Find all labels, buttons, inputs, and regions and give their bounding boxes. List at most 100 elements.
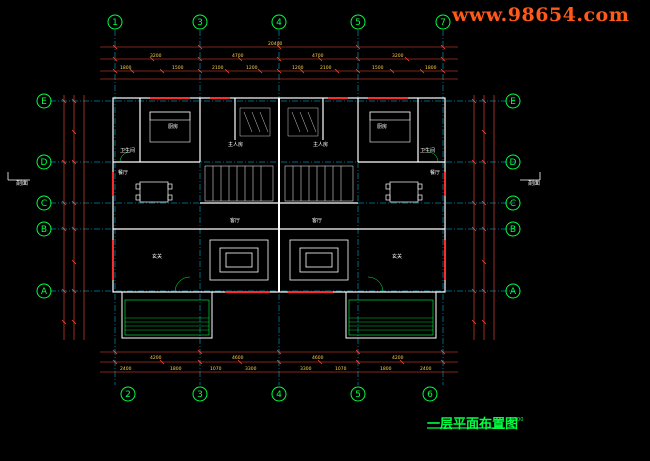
room-label-foyer-right: 玄关	[392, 253, 402, 260]
svg-text:20400: 20400	[268, 41, 282, 47]
room-label-kitchen-right: 厨房	[377, 123, 387, 130]
svg-text:1: 1	[112, 18, 118, 28]
axis-bubble: E	[505, 93, 521, 109]
sofa-sets	[209, 239, 349, 281]
svg-text:1200: 1200	[292, 65, 304, 71]
svg-text:4200: 4200	[150, 355, 162, 361]
svg-text:C: C	[41, 199, 47, 209]
room-label-bath-left: 卫生间	[120, 147, 135, 154]
svg-text:3300: 3300	[300, 366, 312, 372]
axis-bubble: 3	[192, 14, 208, 30]
axis-bubble: E	[36, 93, 52, 109]
svg-text:3: 3	[197, 390, 203, 400]
svg-text:2400: 2400	[120, 366, 132, 372]
room-label-foyer-left: 玄关	[152, 253, 162, 260]
axis-bubble: 4	[271, 386, 287, 402]
svg-text:1800: 1800	[170, 366, 182, 372]
axis-bubble: 7	[435, 14, 451, 30]
svg-text:1800: 1800	[120, 65, 132, 71]
svg-text:1500: 1500	[372, 65, 384, 71]
axis-bubble: B	[505, 221, 521, 237]
svg-text:D: D	[510, 158, 517, 168]
svg-text:1070: 1070	[335, 366, 347, 372]
dining-tables	[135, 181, 423, 203]
room-label-living-right: 客厅	[312, 217, 322, 224]
axis-bubble: 5	[350, 14, 366, 30]
svg-text:2100: 2100	[320, 65, 332, 71]
room-label-bath-right: 卫生间	[420, 147, 435, 154]
svg-text:D: D	[41, 158, 48, 168]
building-walls	[112, 97, 446, 293]
axis-bubbles-left: E D C B A	[36, 93, 52, 299]
svg-text:剖面: 剖面	[16, 179, 28, 187]
porches	[121, 291, 437, 339]
svg-text:3: 3	[197, 18, 203, 28]
axis-bubble: 6	[422, 386, 438, 402]
section-mark-left: 剖面	[7, 172, 30, 187]
axis-bubble: 2	[120, 386, 136, 402]
svg-text:B: B	[41, 225, 47, 235]
section-mark-right: 剖面	[520, 172, 541, 187]
axis-bubble: 1	[107, 14, 123, 30]
scale-note: 1:100	[509, 417, 524, 423]
axis-bubbles-right: E D C B A	[505, 93, 521, 299]
svg-text:5: 5	[355, 18, 361, 28]
axis-bubbles-top: 1 3 4 5 7	[107, 14, 451, 30]
axis-bubble: A	[36, 283, 52, 299]
room-label-living-left: 客厅	[230, 217, 240, 224]
axis-bubble: D	[36, 154, 52, 170]
svg-text:1200: 1200	[246, 65, 258, 71]
room-label-dining-left: 餐厅	[118, 169, 128, 176]
svg-text:E: E	[41, 97, 47, 107]
svg-text:1070: 1070	[210, 366, 222, 372]
svg-text:4: 4	[276, 18, 282, 28]
bathroom-fixtures	[239, 107, 319, 137]
watermark: www.98654.com	[452, 4, 630, 26]
axis-bubble: B	[36, 221, 52, 237]
svg-text:2: 2	[125, 390, 131, 400]
room-label-kitchen-left: 厨房	[168, 123, 178, 130]
svg-text:B: B	[510, 225, 516, 235]
svg-text:A: A	[41, 287, 48, 297]
svg-text:7: 7	[440, 18, 446, 28]
svg-text:4: 4	[276, 390, 282, 400]
room-label-dining-right: 餐厅	[430, 169, 440, 176]
svg-text:6: 6	[427, 390, 433, 400]
svg-text:1800: 1800	[425, 65, 437, 71]
axis-bubble: D	[505, 154, 521, 170]
svg-text:4700: 4700	[232, 53, 244, 59]
porch-steps	[125, 317, 433, 331]
svg-text:2100: 2100	[212, 65, 224, 71]
room-labels: 厨房 厨房 主人房 主人房 餐厅 餐厅 客厅 客厅 玄关 玄关 卫生间 卫生间	[118, 123, 440, 260]
door-swings	[119, 151, 439, 293]
beds	[149, 111, 411, 143]
axis-bubble: 5	[350, 386, 366, 402]
svg-text:4600: 4600	[312, 355, 324, 361]
dimension-ticks	[61, 44, 487, 365]
svg-text:A: A	[510, 287, 517, 297]
window-marks	[112, 97, 446, 293]
svg-text:C: C	[510, 199, 516, 209]
svg-text:3200: 3200	[392, 53, 404, 59]
drawing-title: 一层平面布置图	[427, 417, 519, 432]
axis-bubble: 4	[271, 14, 287, 30]
svg-text:1500: 1500	[172, 65, 184, 71]
room-label-master-left: 主人房	[228, 141, 243, 148]
svg-text:1800: 1800	[380, 366, 392, 372]
axis-bubble: 3	[192, 386, 208, 402]
svg-text:4600: 4600	[232, 355, 244, 361]
svg-text:5: 5	[355, 390, 361, 400]
svg-text:E: E	[510, 97, 516, 107]
svg-text:4200: 4200	[392, 355, 404, 361]
room-label-master-right: 主人房	[313, 141, 328, 148]
axis-bubble: A	[505, 283, 521, 299]
axis-bubble: C	[505, 195, 521, 211]
svg-text:2400: 2400	[420, 366, 432, 372]
svg-text:3300: 3300	[245, 366, 257, 372]
svg-text:3200: 3200	[150, 53, 162, 59]
axis-bubble: C	[36, 195, 52, 211]
svg-text:剖面: 剖面	[528, 179, 540, 187]
axis-bubbles-bottom: 2 3 4 5 6	[120, 386, 438, 402]
